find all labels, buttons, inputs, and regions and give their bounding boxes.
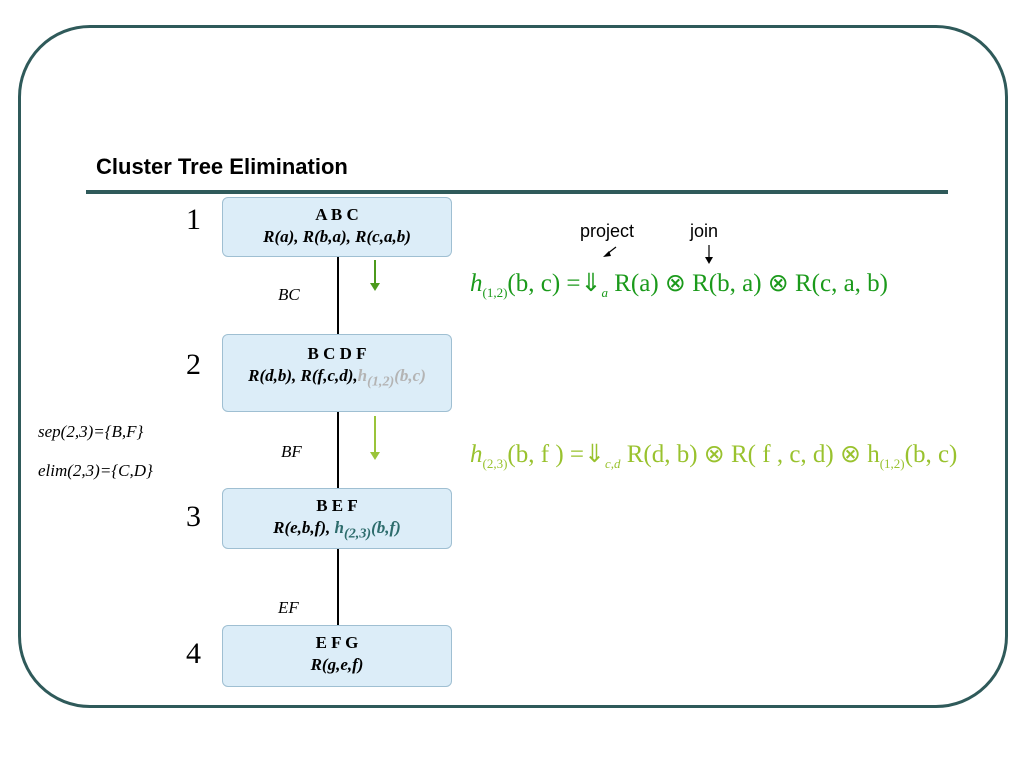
cluster-node-4[interactable]: E F G R(g,e,f) bbox=[222, 625, 452, 687]
projection-operator: ⇓ bbox=[580, 270, 602, 297]
cluster-vars: E F G bbox=[315, 633, 359, 652]
cluster-node-2[interactable]: B C D F R(d,b), R(f,c,d),h(1,2)(b,c) bbox=[222, 334, 452, 412]
cluster-function-list: R(d,b), R(f,c,d), bbox=[248, 366, 358, 385]
title-rule bbox=[86, 190, 948, 194]
join-pointer-arrow bbox=[705, 245, 713, 264]
elim-note: elim(2,3)={C,D} bbox=[38, 461, 153, 480]
cluster-vars: B E F bbox=[316, 496, 358, 515]
separator-label-ef: EF bbox=[278, 598, 299, 617]
projection-operator: ⇓ bbox=[584, 441, 605, 468]
cluster-functions: R(g,e,f) bbox=[310, 655, 364, 674]
formula-h12: h(1,2)(b, c) =⇓a R(a) ⊗ R(b, a) ⊗ R(c, a… bbox=[470, 270, 888, 300]
slide-frame bbox=[18, 25, 1008, 708]
cluster-vars: B C D F bbox=[307, 344, 367, 363]
formula-h23: h(2,3)(b, f ) =⇓c,d R(d, b) ⊗ R( f , c, … bbox=[470, 441, 958, 471]
cluster-number-2: 2 bbox=[186, 348, 201, 381]
cluster-number-1: 1 bbox=[186, 203, 201, 236]
cluster-number-4: 4 bbox=[186, 637, 201, 670]
separator-label-bf: BF bbox=[281, 442, 302, 461]
cluster-functions: R(e,b,f), h(2,3)(b,f) bbox=[223, 517, 451, 544]
cluster-number-3: 3 bbox=[186, 500, 201, 533]
project-annotation: project bbox=[580, 221, 635, 241]
slide-title: Cluster Tree Elimination bbox=[96, 154, 348, 179]
cluster-node-3[interactable]: B E F R(e,b,f), h(2,3)(b,f) bbox=[222, 488, 452, 549]
project-pointer-arrow bbox=[603, 246, 617, 257]
cluster-functions: R(a), R(b,a), R(c,a,b) bbox=[263, 227, 411, 246]
cluster-function-list: R(e,b,f), bbox=[273, 518, 331, 537]
message-arrow-2-3 bbox=[370, 416, 380, 460]
sep-note: sep(2,3)={B,F} bbox=[38, 422, 144, 441]
tree-edge-line bbox=[337, 256, 339, 628]
separator-label-bc: BC bbox=[278, 285, 300, 304]
cluster-functions: R(d,b), R(f,c,d),h(1,2)(b,c) bbox=[223, 365, 451, 392]
incoming-message: h(1,2)(b,c) bbox=[357, 366, 426, 390]
message-arrow-1-2 bbox=[370, 260, 380, 291]
join-annotation: join bbox=[690, 221, 719, 241]
cluster-vars: A B C bbox=[315, 205, 359, 224]
cluster-node-1[interactable]: A B C R(a), R(b,a), R(c,a,b) bbox=[222, 197, 452, 257]
incoming-message: h(2,3)(b,f) bbox=[334, 518, 401, 542]
